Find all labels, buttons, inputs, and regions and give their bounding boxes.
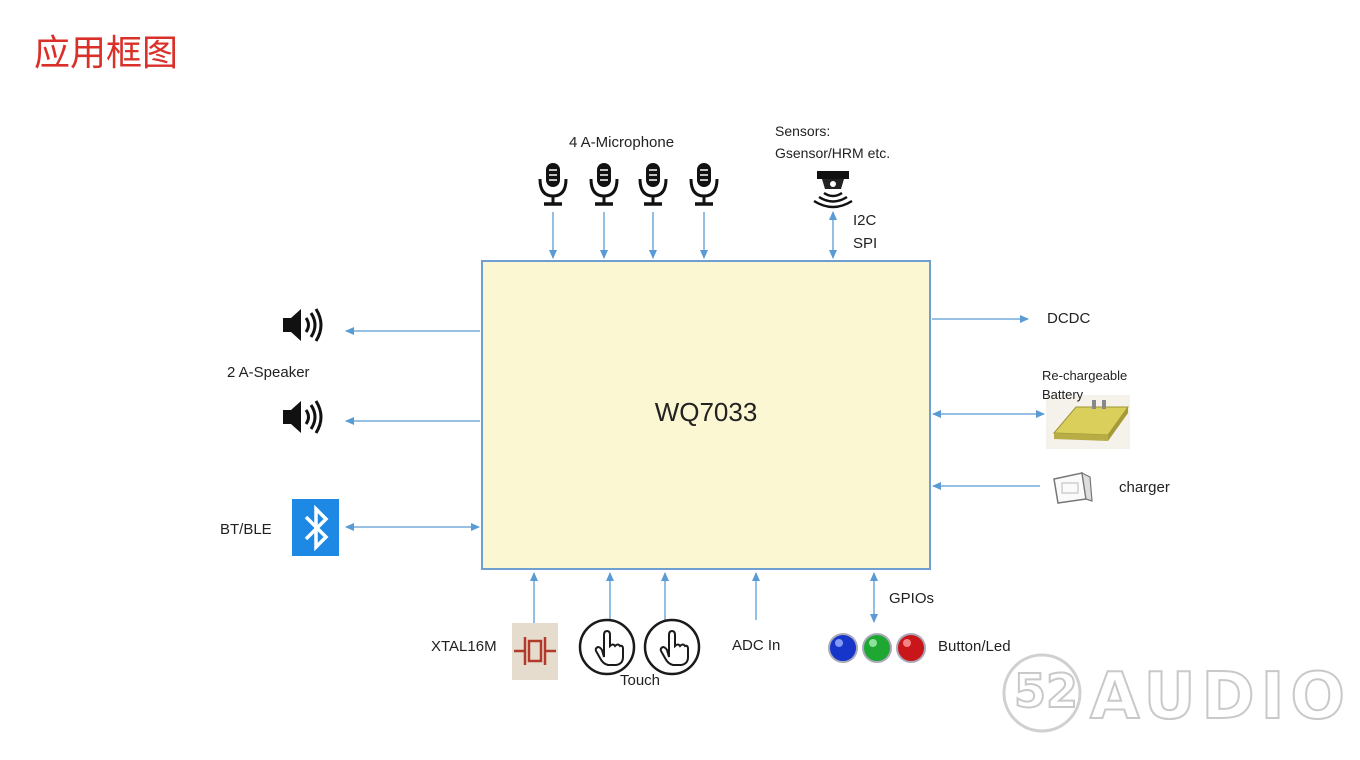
charger-label: charger: [1119, 479, 1170, 496]
microphone-icon: [638, 161, 668, 206]
adc-label: ADC In: [732, 637, 781, 654]
speaker-label: 2 A-Speaker: [227, 364, 310, 381]
touch-icon: [643, 618, 701, 676]
chip-block: [481, 260, 931, 570]
sensors-label-line1: Sensors:: [775, 123, 831, 139]
page-title: 应用框图: [34, 33, 179, 74]
battery-label-line1: Re-chargeable: [1042, 368, 1128, 383]
microphone-icon: [589, 161, 619, 206]
i2c-label: I2C: [853, 212, 877, 229]
gpios-label: GPIOs: [889, 590, 935, 607]
bt-label: BT/BLE: [220, 521, 272, 538]
led-icon: [862, 633, 892, 663]
speaker-icon: [281, 399, 323, 435]
led-icon: [828, 633, 858, 663]
sensor-icon: [813, 171, 853, 209]
sensors-label-line2: Gsensor/HRM etc.: [775, 145, 891, 161]
watermark-number: 52: [1013, 663, 1079, 719]
touch-icon: [578, 618, 636, 676]
bluetooth-icon: [292, 499, 339, 556]
crystal-icon: [512, 623, 558, 680]
speaker-icon: [281, 307, 323, 343]
battery-icon: [1046, 395, 1130, 449]
touch-label: Touch: [620, 672, 661, 689]
watermark-logo: [1002, 653, 1082, 733]
battery-label-line2: Battery: [1042, 387, 1084, 402]
led-icon: [896, 633, 926, 663]
button-led-label: Button/Led: [938, 638, 1011, 655]
microphone-icon: [538, 161, 568, 206]
charger-icon: [1053, 471, 1093, 504]
chip-label: WQ7033: [654, 397, 758, 427]
microphone-icon: [689, 161, 719, 206]
dcdc-label: DCDC: [1047, 310, 1091, 327]
watermark-text: AUDIO: [1089, 659, 1351, 735]
xtal-label: XTAL16M: [431, 638, 497, 655]
spi-label: SPI: [853, 235, 878, 252]
microphone-label: 4 A-Microphone: [569, 134, 675, 151]
